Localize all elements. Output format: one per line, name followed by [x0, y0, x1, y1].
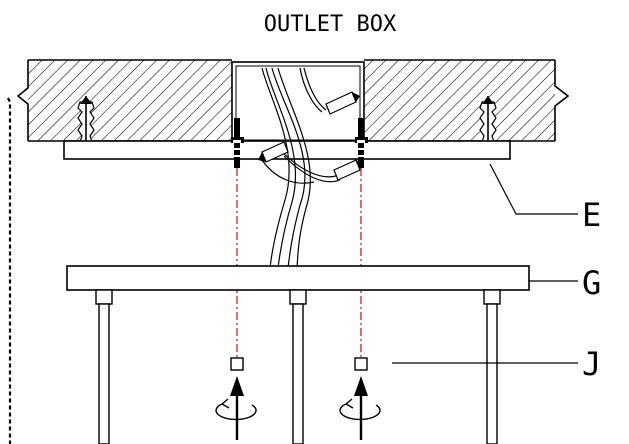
wire-nut-icon — [325, 91, 360, 115]
cap-nut — [230, 357, 244, 371]
cap-nut — [354, 357, 368, 371]
wires — [261, 67, 341, 269]
diagram-title: OUTLET BOX — [264, 12, 397, 37]
screw-icon — [231, 118, 244, 168]
wall-anchor-left — [77, 96, 95, 147]
label-j: J — [582, 345, 601, 383]
dashed-boundary — [7, 97, 12, 444]
screw-icon — [355, 118, 368, 168]
leader-lines — [392, 163, 578, 364]
wall-anchor-right — [479, 96, 497, 147]
label-g: G — [582, 264, 601, 302]
up-arrow-icon — [354, 376, 368, 440]
rotate-arrow-icon — [215, 398, 257, 421]
label-e: E — [582, 196, 601, 234]
canopy — [66, 265, 530, 291]
wire-nut-icon — [333, 159, 364, 181]
support-rods — [95, 289, 501, 444]
up-arrow-icon — [230, 376, 244, 440]
rotate-arrow-icon — [339, 398, 381, 421]
wire-nut-icon — [258, 141, 289, 163]
ceiling — [16, 59, 570, 142]
